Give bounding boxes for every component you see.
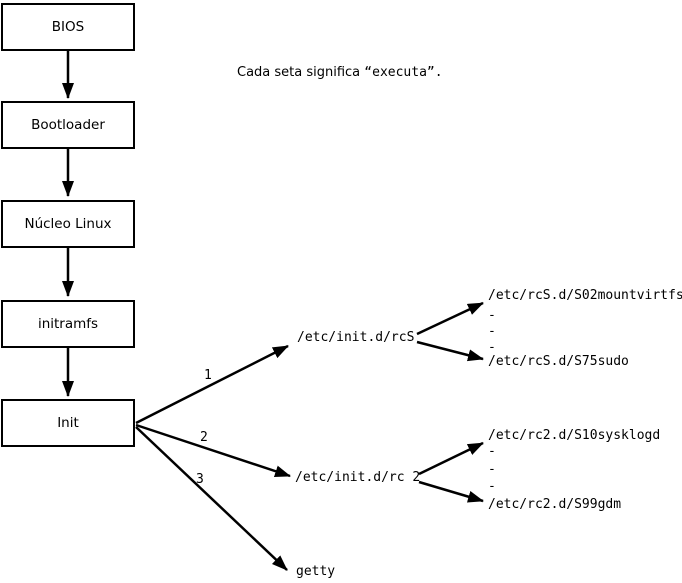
arrow-rc2-to-s99 [418, 480, 484, 503]
flow-box-nucleo-linux: Núcleo Linux [1, 200, 135, 248]
arrow-rcs-to-s02 [416, 301, 484, 336]
flow-box-bios: BIOS [1, 3, 135, 51]
arrow-meaning-note: Cada seta significa “executa”. [237, 65, 443, 81]
rc2-script-path: /etc/init.d/rc 2 [295, 470, 421, 485]
note-prefix: Cada seta significa [237, 65, 365, 80]
rcs-ellipsis-dash: - [488, 324, 496, 339]
arrow-init-to-rcs [135, 344, 289, 425]
rc2-ellipsis-dash: - [488, 444, 496, 459]
arrow-init-to-rc2 [135, 423, 291, 478]
rc2-ellipsis-dash: - [488, 462, 496, 477]
flow-box-label: Bootloader [31, 117, 105, 133]
rc2-last-script: /etc/rc2.d/S99gdm [488, 497, 622, 512]
edge-label-1: 1 [204, 368, 212, 383]
rcs-ellipsis-dash: - [488, 308, 496, 323]
rcs-script-path: /etc/init.d/rcS [297, 330, 415, 345]
arrow-rc2-to-s10 [418, 441, 484, 476]
flow-box-label: Núcleo Linux [24, 216, 112, 232]
rc2-ellipsis-dash: - [488, 479, 496, 494]
flow-box-label: initramfs [37, 316, 99, 332]
rcs-ellipsis-dash: - [488, 340, 496, 355]
arrow-rcs-to-s75 [416, 340, 484, 362]
edge-label-2: 2 [200, 430, 208, 445]
note-quoted-word: “executa”. [364, 65, 443, 80]
rc2-first-script: /etc/rc2.d/S10sysklogd [488, 428, 661, 443]
edge-label-3: 3 [196, 472, 204, 487]
getty-label: getty [296, 564, 336, 579]
flow-box-init: Init [1, 399, 135, 447]
flow-box-bootloader: Bootloader [1, 101, 135, 149]
flow-box-label: BIOS [51, 19, 85, 35]
rcs-first-script: /etc/rcS.d/S02mountvirtfs [488, 288, 682, 303]
flow-box-label: Init [57, 415, 79, 431]
rcs-last-script: /etc/rcS.d/S75sudo [488, 354, 629, 369]
arrow-init-to-getty [135, 426, 288, 571]
flow-box-initramfs: initramfs [1, 300, 135, 348]
